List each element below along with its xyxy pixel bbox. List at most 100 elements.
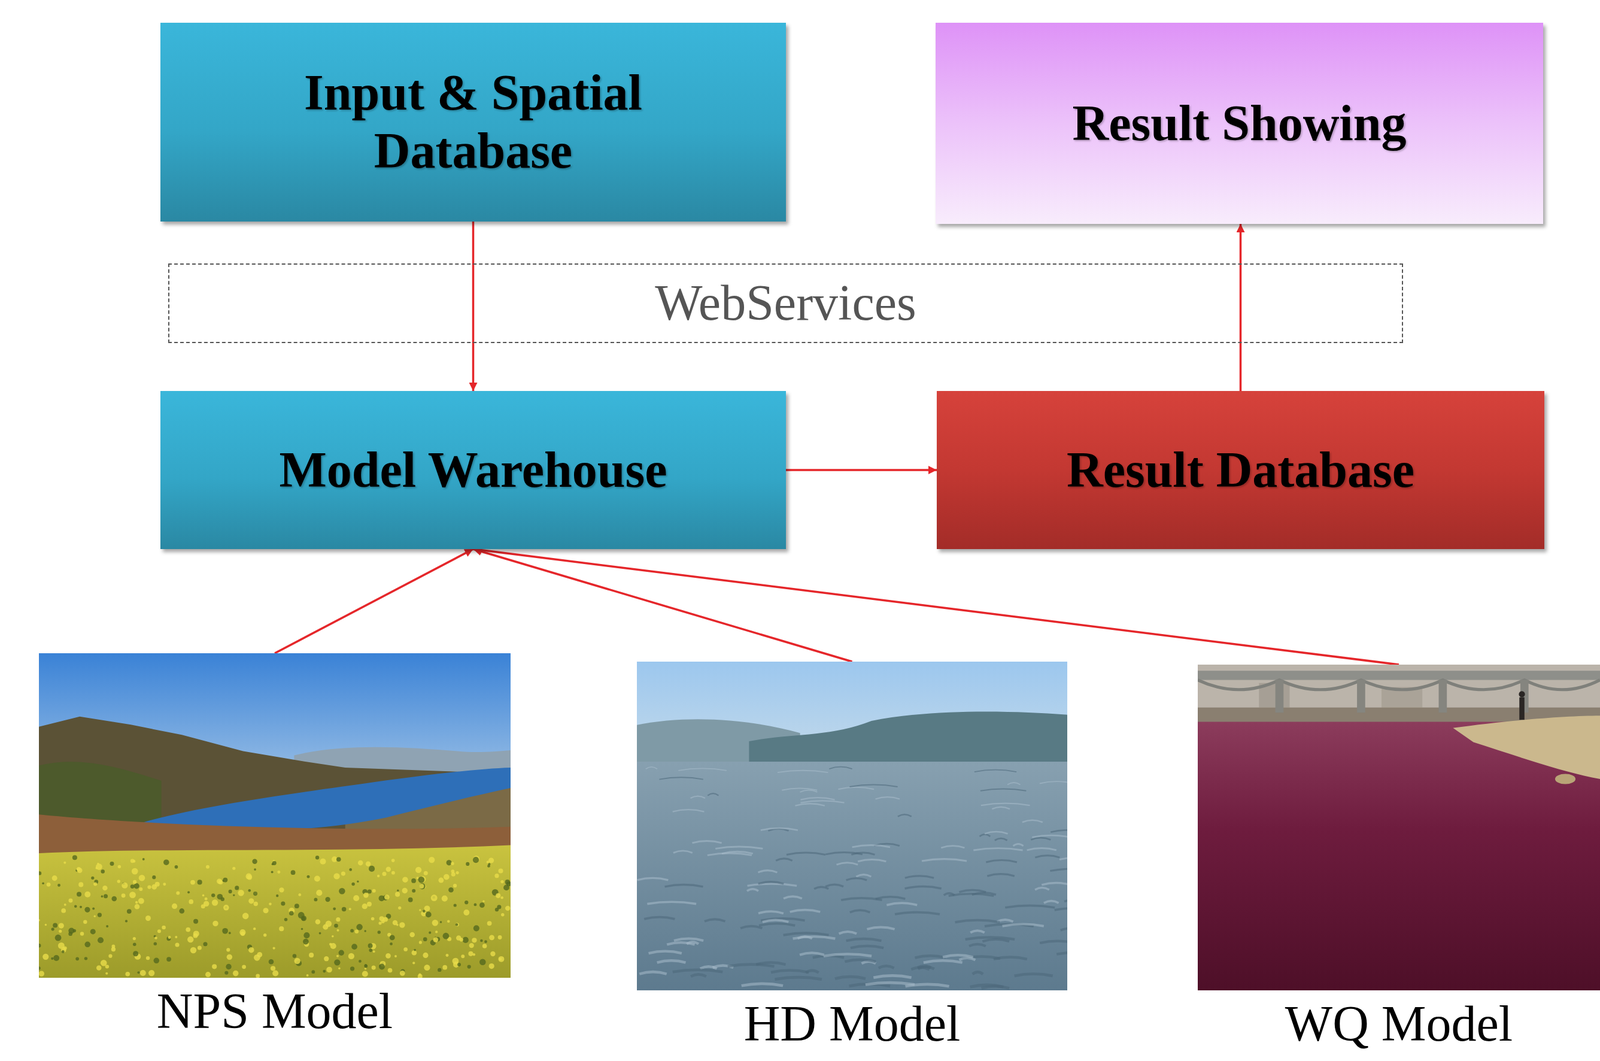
- photo-detail: [1013, 843, 1024, 846]
- photo-detail: [1039, 781, 1068, 783]
- photo-detail: [969, 943, 986, 946]
- photo-detail: [132, 936, 136, 940]
- photo-detail: [228, 889, 233, 894]
- photo-detail: [354, 928, 359, 933]
- photo-detail: [673, 850, 693, 853]
- photo-detail: [148, 969, 155, 976]
- photo-detail: [800, 800, 844, 803]
- photo-detail: [1027, 848, 1057, 850]
- photo-detail: [111, 896, 117, 902]
- photo-detail: [135, 767, 511, 831]
- photo-detail: [447, 919, 451, 923]
- photo-detail: [197, 879, 203, 885]
- photo-detail: [1519, 697, 1525, 721]
- photo-detail: [371, 965, 376, 970]
- photo-detail: [137, 970, 140, 974]
- photo-detail: [1197, 670, 1600, 680]
- photo-detail: [460, 954, 465, 958]
- photo-detail: [121, 893, 126, 898]
- photo-detail: [322, 924, 329, 930]
- photo-detail: [849, 909, 871, 912]
- photo-detail: [363, 964, 368, 968]
- photo-detail: [44, 923, 47, 926]
- photo-detail: [53, 954, 60, 961]
- photo-detail: [451, 957, 459, 965]
- photo-detail: [157, 928, 162, 933]
- photo-detail: [432, 919, 439, 926]
- photo-detail: [222, 927, 229, 934]
- flow-arrow: [472, 221, 475, 391]
- photo-detail: [402, 887, 408, 894]
- photo-detail: [465, 861, 470, 866]
- photo-detail: [657, 960, 686, 962]
- photo-detail: [271, 870, 274, 873]
- photo-detail: [1049, 868, 1068, 871]
- photo-detail: [111, 946, 116, 952]
- photo-detail: [292, 953, 297, 958]
- database-box: Result Database: [936, 390, 1545, 549]
- photo-detail: [487, 920, 493, 926]
- photo-detail: [451, 872, 456, 877]
- photo-detail: [341, 871, 346, 876]
- photo-detail: [838, 787, 874, 789]
- photo-detail: [841, 897, 882, 900]
- photo-detail: [138, 897, 145, 904]
- photo-detail: [740, 926, 762, 928]
- photo-detail: [394, 954, 397, 958]
- photo-detail: [399, 921, 405, 928]
- photo-detail: [886, 902, 918, 905]
- photo-detail: [486, 860, 490, 863]
- photo-detail: [459, 937, 464, 941]
- photo-detail: [1275, 679, 1284, 713]
- photo-detail: [190, 946, 197, 953]
- photo-detail: [704, 918, 726, 921]
- photo-detail: [121, 882, 128, 889]
- photo-detail: [252, 858, 257, 864]
- photo-detail: [50, 957, 54, 960]
- photo-detail: [153, 941, 157, 945]
- photo-detail: [100, 869, 105, 873]
- photo-detail: [193, 918, 199, 924]
- photo-detail: [132, 879, 137, 884]
- photo-detail: [76, 891, 82, 897]
- model-photo: NPS Model: [38, 653, 511, 1037]
- photo-detail: [419, 883, 424, 889]
- photo-detail: [505, 905, 510, 911]
- photo-detail: [306, 973, 309, 977]
- photo-detail: [93, 881, 97, 886]
- photo-detail: [277, 870, 281, 874]
- photo-detail: [851, 852, 875, 855]
- photo-detail: [348, 907, 352, 910]
- photo-detail: [378, 921, 382, 925]
- photo-detail: [389, 942, 393, 946]
- photo-detail: [472, 856, 479, 863]
- photo-detail: [61, 949, 65, 953]
- photo-detail: [336, 928, 340, 932]
- photo-detail: [134, 903, 141, 910]
- photo-detail: [61, 908, 66, 913]
- photo-detail: [142, 857, 145, 861]
- photo-detail: [284, 917, 288, 922]
- flow-arrow: [473, 548, 1400, 665]
- photo-detail: [760, 827, 798, 830]
- photo-detail: [973, 848, 1023, 850]
- photo-detail: [398, 906, 402, 910]
- photo-detail: [133, 882, 139, 889]
- photo-detail: [1041, 882, 1068, 885]
- photo-detail: [494, 873, 499, 878]
- photo-detail: [428, 931, 431, 934]
- photo-detail: [298, 893, 302, 897]
- photo-detail: [135, 900, 138, 904]
- photo-detail: [463, 909, 470, 916]
- photo-detail: [1356, 679, 1366, 713]
- photo-detail: [377, 930, 381, 934]
- photo-detail: [1050, 829, 1068, 832]
- photo-detail: [301, 927, 303, 930]
- photo-detail: [391, 870, 396, 875]
- photo-detail: [489, 963, 495, 969]
- photo-detail: [758, 923, 795, 925]
- photo-detail: [875, 796, 900, 799]
- photo-detail: [145, 915, 151, 921]
- photo-detail: [457, 962, 461, 967]
- photo-detail: [253, 891, 258, 896]
